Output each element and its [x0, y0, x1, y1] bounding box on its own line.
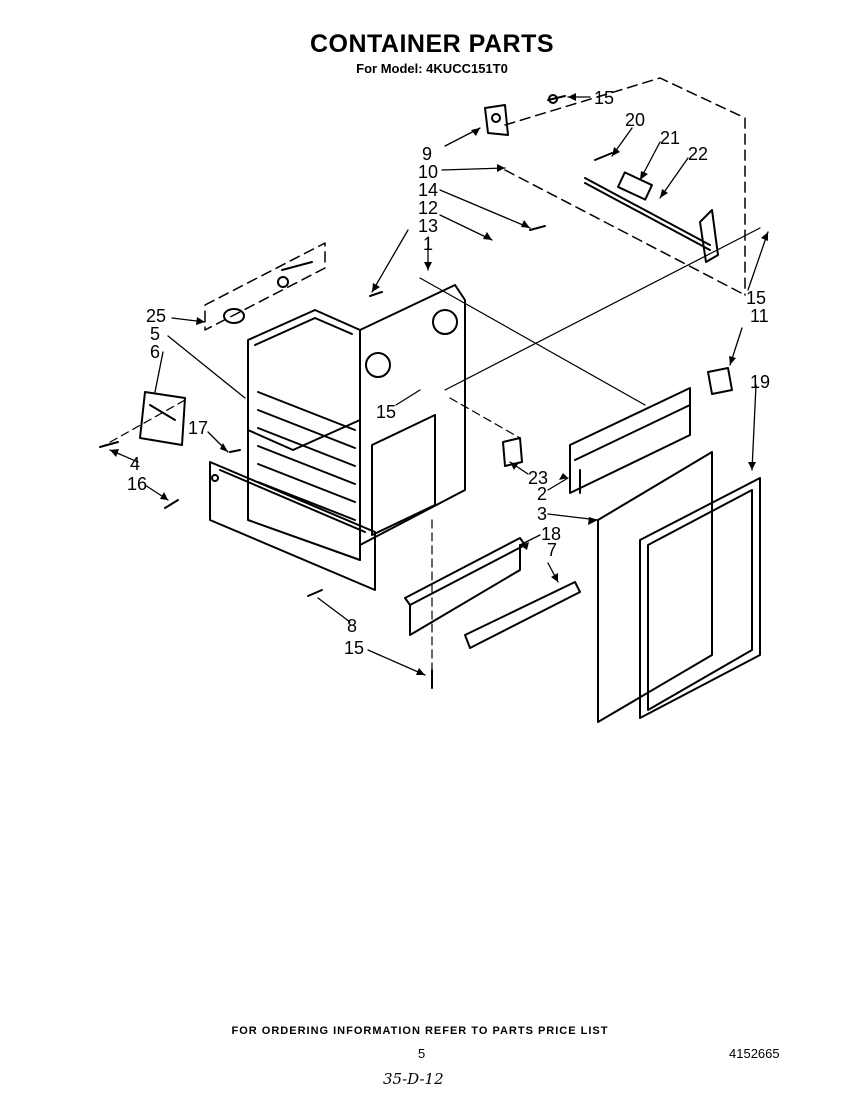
callout-labels: 15 9 10 20 21 22 14 12 13 1 15 11 25 5 6…: [127, 88, 770, 658]
handwritten-note: 35-D-12: [383, 1070, 444, 1088]
top-hinge-bracket: [484, 104, 509, 136]
callout-label: 6: [150, 342, 160, 362]
model-subtitle: For Model: 4KUCC151T0: [356, 61, 508, 76]
drawer-tray: [404, 537, 526, 636]
container-body: [247, 284, 466, 561]
page-number: 5: [418, 1046, 426, 1061]
callout-label: 22: [688, 144, 708, 164]
callout-label: 18: [541, 524, 561, 544]
callout-label: 19: [750, 372, 770, 392]
callout-label: 13: [418, 216, 438, 236]
side-bracket: [139, 391, 186, 446]
callout-label: 23: [528, 468, 548, 488]
exploded-parts-diagram: 15 9 10 20 21 22 14 12 13 1 15 11 25 5 6…: [99, 77, 770, 723]
part-25-box: [204, 242, 326, 331]
assembly-lines: [104, 227, 761, 671]
ordering-info-note: FOR ORDERING INFORMATION REFER TO PARTS …: [231, 1025, 609, 1037]
clip-23: [502, 437, 523, 467]
top-screw: [547, 94, 566, 104]
callout-label: 12: [418, 198, 438, 218]
callout-label: 25: [146, 306, 166, 326]
callout-label: 5: [150, 324, 160, 344]
callout-label: 15: [376, 402, 396, 422]
callout-label: 16: [127, 474, 147, 494]
hinge-assembly-box: [504, 77, 746, 296]
callout-label: 15: [746, 288, 766, 308]
callout-label: 7: [547, 540, 557, 560]
callout-label: 10: [418, 162, 438, 182]
hinge-rod: [584, 152, 719, 263]
door-panel: [597, 451, 713, 723]
callout-label: 17: [188, 418, 208, 438]
door-frame: [639, 477, 761, 719]
drawer-handle: [464, 581, 581, 649]
bottom-rail: [209, 461, 376, 591]
callout-label: 15: [594, 88, 614, 108]
loose-screws: [99, 225, 546, 689]
callout-label: 21: [660, 128, 680, 148]
callout-label: 8: [347, 616, 357, 636]
callout-label: 3: [537, 504, 547, 524]
page-title: CONTAINER PARTS: [309, 30, 555, 58]
callout-arrowheads: [110, 93, 768, 675]
document-number: 4152665: [729, 1046, 780, 1061]
callout-label: 14: [418, 180, 438, 200]
callout-label: 9: [422, 144, 432, 164]
callout-label: 15: [344, 638, 364, 658]
latch-11: [707, 367, 733, 395]
screw-assembly-25: [223, 261, 313, 324]
callout-label: 2: [537, 484, 547, 504]
callout-label: 4: [130, 454, 140, 474]
callout-label: 1: [423, 234, 433, 254]
callout-label: 11: [750, 306, 769, 326]
channel-rail: [569, 387, 691, 494]
callout-label: 20: [625, 110, 645, 130]
callout-leaders: [109, 96, 769, 676]
